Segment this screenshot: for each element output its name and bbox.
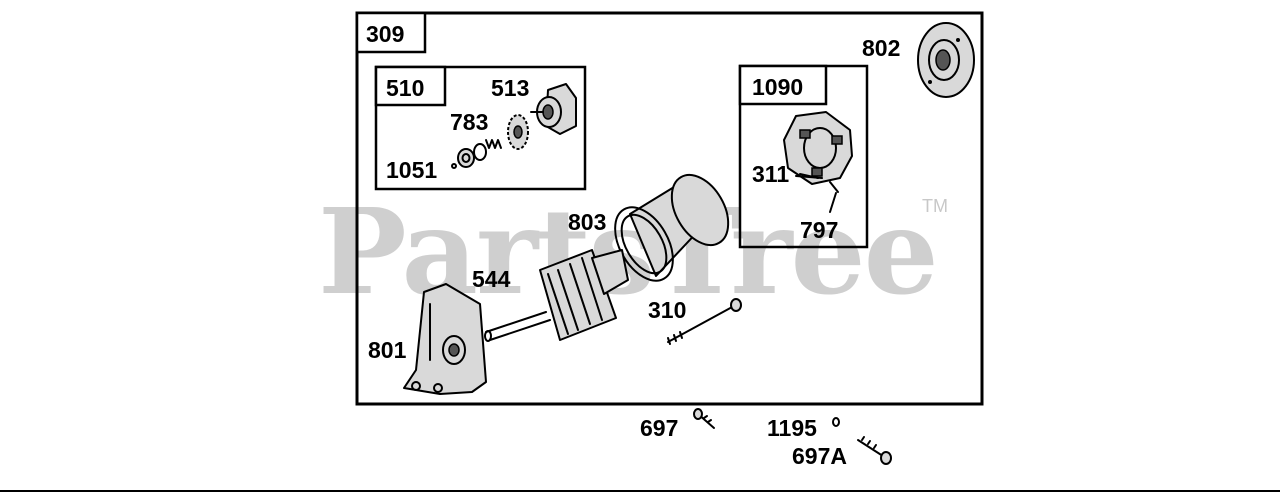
- part-label-544: 544: [472, 266, 511, 292]
- drive-end-housing-part: [403, 283, 487, 395]
- part-label-1195: 1195: [767, 415, 817, 441]
- part-label-513: 513: [491, 75, 529, 101]
- part-label-311: 311: [752, 161, 789, 187]
- long-screw-part: [857, 436, 892, 465]
- screw-part: [693, 408, 715, 429]
- washer-part: [832, 417, 840, 427]
- through-bolt-part: [667, 298, 742, 345]
- part-label-1051: 1051: [386, 157, 437, 183]
- assembly-tag-1090: [738, 64, 828, 106]
- assembly-tag-510: [374, 65, 447, 107]
- drive-hub-part: [530, 83, 577, 135]
- part-label-803: 803: [568, 209, 606, 235]
- part-label-310: 310: [648, 297, 686, 323]
- assembly-label-309: 309: [366, 21, 404, 47]
- assembly-box-510: [374, 65, 587, 191]
- brush-holder-part: [783, 111, 853, 213]
- part-label-797: 797: [800, 217, 838, 243]
- leader-311: [799, 173, 819, 179]
- assembly-label-1090: 1090: [752, 74, 803, 100]
- armature-part: [484, 249, 629, 342]
- assembly-label-510: 510: [386, 75, 424, 101]
- motor-housing-part: [614, 173, 730, 282]
- pinion-gear-part: [507, 114, 529, 150]
- part-label-801: 801: [368, 337, 407, 363]
- retainer-ring-part: [451, 143, 487, 169]
- spring-part: [485, 139, 502, 149]
- watermark-trademark: TM: [922, 196, 948, 216]
- assembly-tag-309: [355, 11, 427, 54]
- part-label-697: 697: [640, 415, 678, 441]
- part-label-802: 802: [862, 35, 900, 61]
- assembly-box-309: [355, 11, 984, 406]
- part-label-697a: 697A: [792, 443, 847, 469]
- part-label-783: 783: [450, 109, 488, 135]
- end-cap-part: [917, 22, 975, 98]
